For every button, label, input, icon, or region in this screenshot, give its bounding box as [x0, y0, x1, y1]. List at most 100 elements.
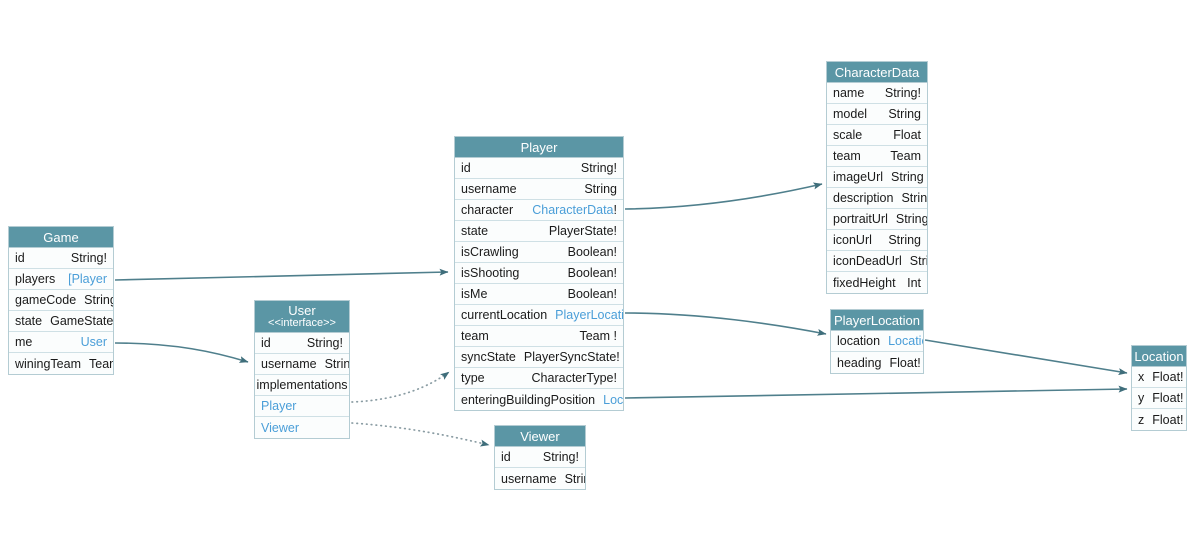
field-name: syncState	[461, 350, 516, 364]
entity-viewer[interactable]: Viewer id String! username String	[494, 425, 586, 490]
field-name: heading	[837, 355, 882, 370]
field-type-link[interactable]: Location	[603, 392, 623, 407]
field-type-link[interactable]: [Player	[68, 272, 107, 286]
entity-player[interactable]: Player id String! username String charac…	[454, 136, 624, 411]
non-null-marker: !	[613, 203, 617, 217]
entity-game[interactable]: Game id String! players [Player gameCode…	[8, 226, 114, 375]
field-row: portraitUrl String	[827, 209, 927, 230]
field-type: String!	[542, 450, 579, 464]
edge-player-enteringbuildingposition-to-location	[624, 385, 1128, 399]
field-type: CharacterType!	[531, 371, 617, 385]
field-type: String	[324, 357, 349, 371]
edge-playerlocation-location-to-location	[924, 339, 1128, 376]
field-row: iconUrl String	[827, 230, 927, 251]
field-name: me	[15, 335, 33, 349]
edge-player-character-to-characterdata	[624, 182, 823, 210]
field-row: me User	[9, 332, 113, 353]
implementations-header: implementations	[255, 375, 349, 396]
field-row: username String	[455, 179, 623, 200]
field-row: username String	[255, 354, 349, 375]
field-type: GameState!	[50, 314, 113, 328]
entity-characterdata[interactable]: CharacterData name String! model String …	[826, 61, 928, 294]
edge-user-viewer-impl	[351, 422, 490, 447]
field-row: description String	[827, 188, 927, 209]
field-row: fixedHeight Int	[827, 272, 927, 293]
field-row: z Float!	[1132, 409, 1186, 430]
field-row: currentLocation PlayerLocation!	[455, 305, 623, 326]
field-row: type CharacterType!	[455, 368, 623, 389]
field-row: team Team !	[455, 326, 623, 347]
entity-player-title: Player	[455, 137, 623, 158]
field-type-link[interactable]: User	[80, 335, 107, 349]
field-name: username	[461, 182, 517, 196]
field-row: name String!	[827, 83, 927, 104]
edge-user-player-impl	[351, 371, 450, 403]
field-type-link[interactable]: Location!	[888, 334, 923, 348]
field-name: id	[15, 251, 25, 265]
field-row: character CharacterData!	[455, 200, 623, 221]
field-name: team	[833, 149, 861, 163]
implementation-link-player[interactable]: Player	[261, 399, 297, 413]
field-type: String	[901, 191, 927, 205]
field-type: String!	[884, 86, 921, 100]
entity-user-title: User <<interface>>	[255, 301, 349, 333]
field-name: portraitUrl	[833, 212, 888, 226]
field-type: Team	[89, 356, 113, 371]
implementation-link-viewer[interactable]: Viewer	[261, 420, 299, 435]
field-name: id	[261, 336, 271, 350]
field-name: id	[501, 450, 511, 464]
field-type: String!	[84, 293, 113, 307]
field-type: String	[888, 107, 921, 121]
field-row: state GameState!	[9, 311, 113, 332]
field-type: Team	[890, 149, 921, 163]
field-type-link[interactable]: PlayerLocation!	[555, 308, 623, 322]
field-type: String	[584, 182, 617, 196]
field-type: String	[888, 233, 921, 247]
field-name: z	[1138, 412, 1145, 427]
field-row: players [Player	[9, 269, 113, 290]
field-row: scale Float	[827, 125, 927, 146]
implementation-row[interactable]: Viewer	[255, 417, 349, 438]
field-type: Boolean!	[567, 266, 617, 280]
field-name: team	[461, 329, 489, 343]
field-type: Float	[893, 128, 921, 142]
field-row: location Location!	[831, 331, 923, 352]
entity-location-title: Location	[1132, 346, 1186, 367]
entity-playerlocation[interactable]: PlayerLocation location Location! headin…	[830, 309, 924, 374]
edge-game-players-to-player	[114, 268, 449, 281]
field-type: String	[909, 254, 927, 268]
field-name: gameCode	[15, 293, 77, 307]
implementation-row[interactable]: Player	[255, 396, 349, 417]
field-type: String!	[70, 251, 107, 265]
field-row: syncState PlayerSyncState!	[455, 347, 623, 368]
entity-user[interactable]: User <<interface>> id String! username S…	[254, 300, 350, 439]
field-type: Int	[907, 275, 921, 290]
field-name: description	[833, 191, 894, 205]
field-type: String!	[580, 161, 617, 175]
field-type: PlayerState!	[548, 224, 617, 238]
field-row: gameCode String!	[9, 290, 113, 311]
field-name: scale	[833, 128, 863, 142]
field-name: isMe	[461, 287, 488, 301]
field-name: username	[261, 357, 317, 371]
field-row: enteringBuildingPosition Location	[455, 389, 623, 410]
implementations-label: implementations	[256, 378, 348, 392]
entity-viewer-title: Viewer	[495, 426, 585, 447]
field-name: x	[1138, 370, 1145, 384]
entity-characterdata-title: CharacterData	[827, 62, 927, 83]
field-row: iconDeadUrl String	[827, 251, 927, 272]
entity-user-stereotype: <<interface>>	[268, 317, 336, 329]
field-name: model	[833, 107, 868, 121]
field-name: location	[837, 334, 881, 348]
field-name: imageUrl	[833, 170, 884, 184]
field-type-link[interactable]: CharacterData!	[532, 203, 617, 217]
field-row: y Float!	[1132, 388, 1186, 409]
entity-location[interactable]: Location x Float! y Float! z Float!	[1131, 345, 1187, 431]
field-name: username	[501, 471, 557, 486]
field-name: players	[15, 272, 56, 286]
entity-playerlocation-title: PlayerLocation	[831, 310, 923, 331]
field-type: String	[564, 471, 585, 486]
field-name: enteringBuildingPosition	[461, 392, 596, 407]
field-name: isShooting	[461, 266, 520, 280]
edge-player-currentlocation-to-playerlocation	[624, 312, 827, 336]
